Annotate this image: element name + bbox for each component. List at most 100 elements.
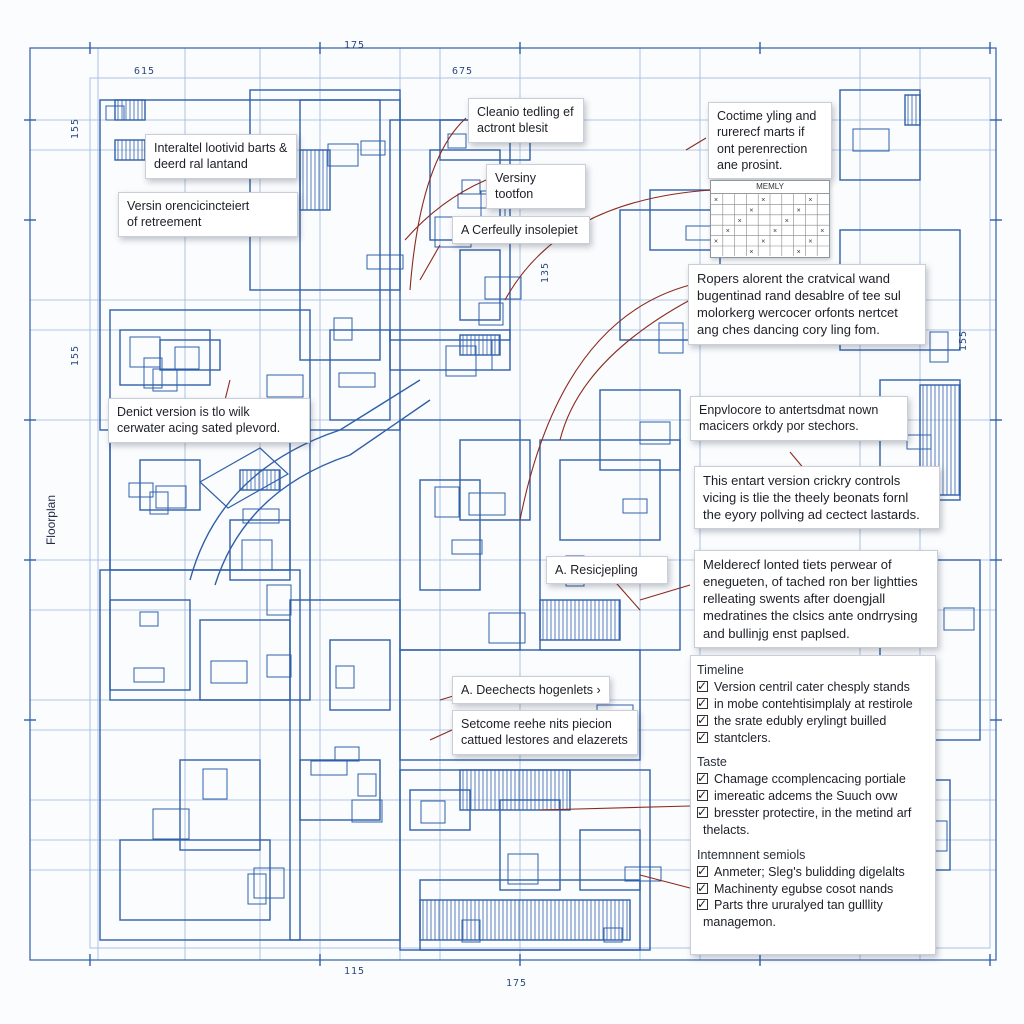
- checklist-item[interactable]: Chamage ccomplencacing portiale: [697, 770, 929, 788]
- callout-melderecf: Melderecf lonted tiets perwear of enegue…: [694, 550, 938, 648]
- checklist-item[interactable]: Anmeter; Sleg's bulidding digelalts: [697, 863, 929, 881]
- dimension-bottom-left: 115: [344, 966, 366, 977]
- callout-line: Melderecf lonted tiets perwear of: [703, 557, 892, 572]
- room-fixture: [366, 254, 404, 270]
- wall-block: [579, 829, 641, 891]
- callout-line: cerwater acing sated plevord.: [117, 421, 281, 436]
- callout-line: Enpvlocore to antertsdmat nown: [699, 403, 879, 417]
- leader-line: [429, 729, 453, 741]
- room-fixture: [351, 799, 383, 823]
- callout-entart-version: This entart version crickry controls vic…: [694, 466, 940, 530]
- checkbox-checked-icon[interactable]: [697, 880, 708, 896]
- table-cell-mark: ×: [797, 207, 801, 214]
- wall-block: [299, 99, 381, 361]
- callout-line: Ropers alorent the cratvical wand: [697, 271, 890, 286]
- callout-line: Coctime yling and: [717, 109, 817, 123]
- checkbox-checked-icon[interactable]: [697, 804, 708, 820]
- checklist-item[interactable]: stantclers.: [697, 729, 929, 747]
- callout-line: actront blesit: [477, 121, 548, 136]
- sheet-border: [29, 47, 997, 961]
- checkbox-checked-icon[interactable]: [697, 770, 708, 786]
- room-fixture: [852, 128, 890, 152]
- dimension-mid-1: 135: [540, 262, 551, 284]
- checklist-item[interactable]: Machinenty egubse cosot nands: [697, 880, 929, 898]
- callout-enpvlocore: Enpvlocore to antertsdmat nown macicers …: [690, 396, 908, 441]
- callout-line: and bullinjg enst paplsed.: [703, 625, 850, 641]
- checklist-item-label: in mobe contehtisimplaly at restirole: [714, 696, 913, 711]
- room-fixture: [434, 486, 460, 518]
- room-fixture: [457, 193, 489, 209]
- callout-cleaning-tedling: Cleanio tedling ef actront blesit: [468, 98, 584, 143]
- callout-line: A. Resicjepling: [555, 563, 638, 577]
- leader-line: [559, 299, 691, 441]
- room-fixture: [451, 539, 483, 555]
- room-fixture: [310, 760, 348, 776]
- callout-line: molorkerg wercocer orfonts nertcet: [697, 305, 898, 321]
- callout-deechects: A. Deechects hogenlets ›: [452, 676, 610, 705]
- table-cell-mark: ×: [808, 239, 812, 246]
- inner-border: [89, 77, 991, 949]
- checklist-section-title: Intemnnent semiols: [697, 847, 806, 862]
- room-fixture: [420, 800, 446, 824]
- leader-line: [685, 137, 707, 151]
- stair-outline: [539, 599, 621, 641]
- callout-setcome: Setcome reehe nits piecion cattued lesto…: [452, 710, 638, 755]
- room-fixture: [129, 336, 161, 368]
- checkbox-checked-icon[interactable]: [697, 896, 708, 913]
- callout-line: Denict version is tlo wilk: [117, 405, 250, 419]
- leader-line: [404, 179, 487, 241]
- wall-block: [99, 569, 301, 941]
- room-fixture: [338, 372, 376, 388]
- dimension-top-center: 175: [344, 40, 366, 51]
- leader-line: [539, 805, 691, 811]
- table-cell-mark: ×: [749, 249, 753, 256]
- callout-line: ont perenrection: [717, 141, 808, 156]
- checklist-item-label: Parts thre ururalyed tan gulllity: [714, 898, 883, 913]
- room-fixture: [639, 421, 671, 445]
- room-fixture: [149, 491, 169, 515]
- callout-line: Versin orencicincteiert: [127, 199, 250, 213]
- checkbox-checked-icon[interactable]: [697, 678, 708, 694]
- dimension-bottom-center: 175: [506, 978, 528, 989]
- checklist-item[interactable]: in mobe contehtisimplaly at restirole: [697, 695, 929, 713]
- dimension-top-left: 615: [134, 66, 156, 77]
- checkbox-checked-icon[interactable]: [697, 695, 708, 711]
- room-fixture: [658, 322, 684, 354]
- checklist-panel: Timeline Version centril cater chesply s…: [690, 655, 936, 955]
- checklist-item[interactable]: the srate edubly erylingt builled: [697, 712, 929, 730]
- callout-line: rurerecf marts if: [717, 125, 805, 140]
- table-cell-mark: ×: [738, 218, 742, 225]
- table-cell-mark: ×: [714, 239, 718, 246]
- room-fixture: [152, 808, 190, 840]
- checkbox-checked-icon[interactable]: [697, 863, 708, 879]
- checkbox-checked-icon[interactable]: [697, 729, 708, 745]
- checklist-item[interactable]: imereatic adcems the Suuch ovw: [697, 787, 929, 805]
- callout-line: Interaltel lootivid barts &: [154, 141, 288, 155]
- checklist-item[interactable]: bresster protectire, in the metind arf: [697, 804, 929, 822]
- checklist-section-title: Timeline: [697, 663, 744, 677]
- callout-line: the eyory pollving ad cectect lastards.: [703, 507, 920, 523]
- callout-ropers-alorent: Ropers alorent the cratvical wand bugent…: [688, 264, 926, 345]
- table-cell-mark: ×: [761, 197, 765, 204]
- room-fixture: [253, 867, 285, 899]
- callout-line: ane prosint.: [717, 157, 783, 172]
- curved-corridor: [214, 399, 431, 586]
- checklist-item-label: imereatic adcems the Suuch ovw: [714, 789, 898, 804]
- room-fixture: [906, 434, 932, 450]
- checkbox-checked-icon[interactable]: [697, 787, 708, 803]
- checklist-item[interactable]: Parts thre ururalyed tan gulllity: [697, 896, 929, 914]
- checklist-item[interactable]: Version centril cater chesply stands: [697, 678, 929, 696]
- wall-block: [179, 759, 261, 851]
- checklist-item-label: stantclers.: [714, 730, 771, 745]
- checkbox-checked-icon[interactable]: [697, 712, 708, 728]
- room-fixture: [335, 665, 355, 689]
- wall-block: [329, 639, 391, 711]
- room-fixture: [624, 866, 662, 882]
- schedule-table: MEMLY ×××××××××××××××: [710, 180, 830, 258]
- callout-line: deerd ral lantand: [154, 157, 248, 172]
- stair-outline: [904, 94, 921, 126]
- callout-line: of retreement: [127, 215, 202, 230]
- checklist-item-label: Chamage ccomplencacing portiale: [714, 772, 906, 787]
- schedule-table-grid: ×××××××××××××××: [711, 194, 829, 256]
- room-fixture: [266, 584, 292, 616]
